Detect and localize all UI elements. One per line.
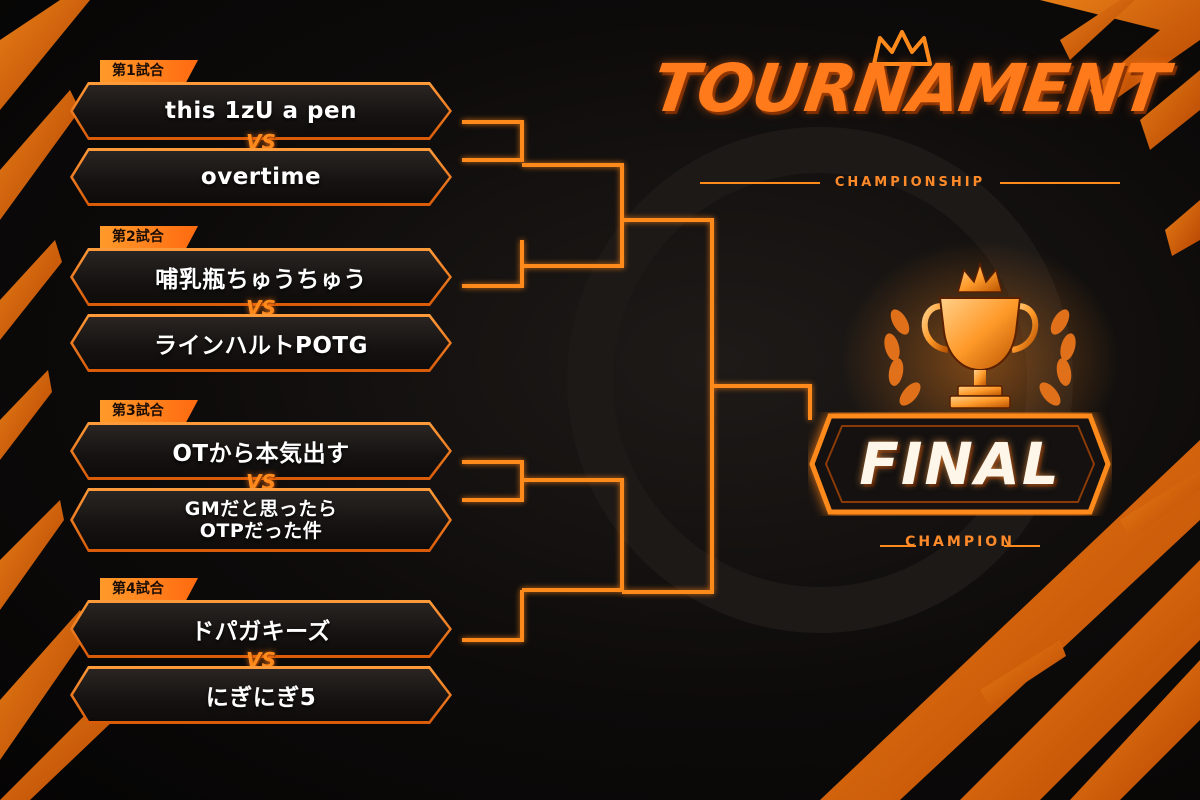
bracket-line-semi1 <box>522 163 624 268</box>
laurel-right <box>1039 309 1076 406</box>
left-brush-strokes <box>0 0 135 800</box>
subtitle-rules <box>700 182 1120 184</box>
top-right-brush-strokes <box>1040 0 1200 256</box>
team-name: ラインハルトPOTG <box>154 333 368 359</box>
team-name: this 1zU a pen <box>165 98 357 124</box>
match-4-team-b[interactable]: にぎにぎ5 <box>70 666 452 724</box>
final-label: FINAL <box>859 430 1061 498</box>
match-2-team-a[interactable]: 哺乳瓶ちゅうちゅう <box>70 248 452 306</box>
match-2-team-b[interactable]: ラインハルトPOTG <box>70 314 452 372</box>
team-name: overtime <box>200 164 322 190</box>
team-name: にぎにぎ5 <box>205 685 317 711</box>
bracket-line-match4 <box>462 590 524 642</box>
match-1-team-a[interactable]: this 1zU a pen <box>70 82 452 140</box>
laurel-left <box>884 309 921 406</box>
bracket-line-to-final <box>712 384 812 420</box>
team-name-line2: OTPだった件 <box>199 520 323 542</box>
champion-rules <box>880 545 1040 547</box>
bracket-line-match1 <box>462 120 524 162</box>
team-name-line1: GMだと思ったら <box>184 498 338 520</box>
team-name: ドパガキーズ <box>191 619 331 645</box>
match-1-team-b[interactable]: overtime <box>70 148 452 206</box>
team-name: 哺乳瓶ちゅうちゅう <box>155 267 367 293</box>
bottom-right-brush-strokes <box>820 440 1200 800</box>
final-plaque <box>809 413 1111 515</box>
match-3-team-a[interactable]: OTから本気出す <box>70 422 452 480</box>
match-3-label: 第3試合 <box>100 400 198 422</box>
match-3-team-b[interactable]: GMだと思ったら OTPだった件 <box>70 488 452 552</box>
trophy-icon <box>884 262 1076 409</box>
match-2-label: 第2試合 <box>100 226 198 248</box>
match-4-label: 第4試合 <box>100 578 198 600</box>
bracket-line-match2 <box>462 240 524 288</box>
match-4-team-a[interactable]: ドパガキーズ <box>70 600 452 658</box>
team-name: OTから本気出す <box>172 441 350 467</box>
crown-icon <box>872 30 932 66</box>
bracket-line-final <box>622 218 714 594</box>
page-subtitle: CHAMPIONSHIP <box>834 175 986 190</box>
bracket-line-semi2 <box>522 478 624 592</box>
bracket-line-match3 <box>462 460 524 502</box>
page-title: TOURNAMENT <box>648 50 1172 127</box>
match-1-label: 第1試合 <box>100 60 198 82</box>
final-sublabel: CHAMPION <box>905 534 1015 550</box>
